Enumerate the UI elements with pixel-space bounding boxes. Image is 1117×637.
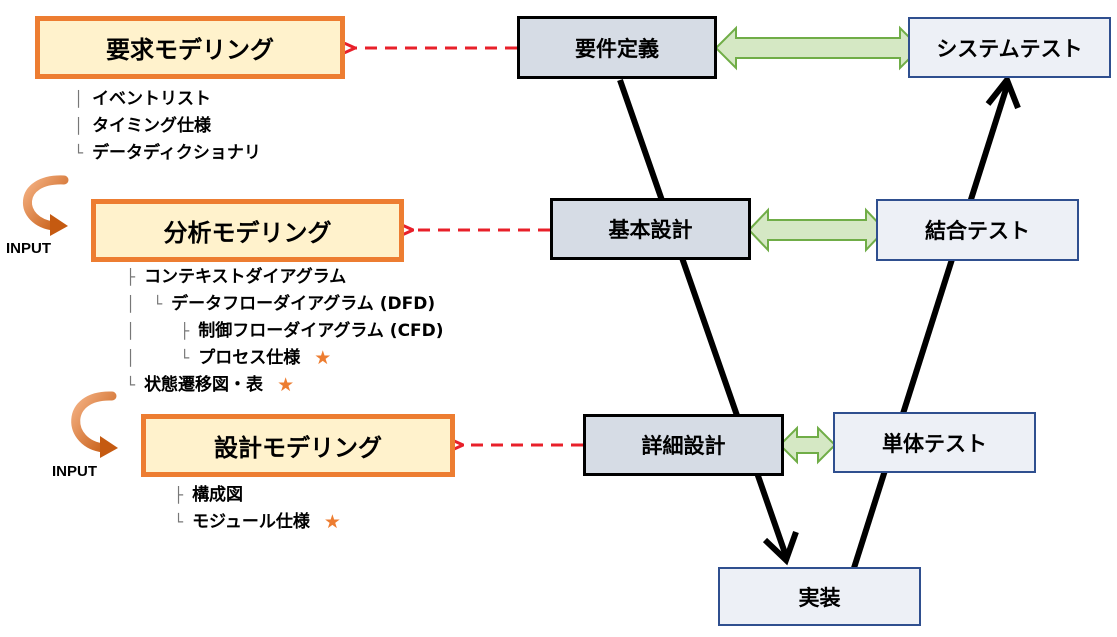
star-icon: ★ — [314, 347, 332, 369]
star-icon: ★ — [277, 374, 295, 396]
list-item: │ タイミング仕様 — [74, 116, 212, 136]
v-arrowhead-implementation — [762, 530, 799, 566]
detailed-design-box: 詳細設計 — [583, 414, 784, 476]
implementation-box: 実装 — [718, 567, 921, 626]
design-output-list: ├ 構成図 └ モジュール仕様★ — [174, 482, 341, 536]
implementation-label: 実装 — [798, 585, 841, 610]
analysis-modeling-label: 分析モデリング — [163, 219, 332, 247]
v-line-right — [851, 85, 1010, 569]
input-label-design: INPUT — [52, 463, 97, 480]
requirements-modeling-label: 要求モデリング — [106, 36, 274, 64]
v-arrowhead-system-test — [985, 74, 1021, 110]
detailed-design-label: 詳細設計 — [641, 434, 726, 458]
basic-design-box: 基本設計 — [550, 198, 751, 260]
design-modeling-box: 設計モデリング — [141, 414, 455, 477]
star-icon: ★ — [323, 511, 341, 533]
double-arrow-integration-test — [747, 207, 887, 253]
list-item: └ モジュール仕様★ — [174, 509, 341, 536]
system-test-label: システムテスト — [936, 36, 1083, 61]
list-item: │ イベントリスト — [74, 89, 212, 109]
requirements-output-list: │ イベントリスト │ タイミング仕様 └ データディクショナリ — [74, 86, 261, 167]
requirements-definition-box: 要件定義 — [517, 16, 717, 79]
list-item: │ ├ 制御フローダイアグラム (CFD) — [126, 321, 444, 341]
list-item: └ 状態遷移図・表★ — [126, 372, 444, 399]
system-test-box: システムテスト — [908, 17, 1111, 78]
input-label-analysis: INPUT — [6, 240, 51, 257]
curved-arrow-icon — [23, 175, 69, 236]
list-item: │ └ データフローダイアグラム (DFD) — [126, 294, 436, 314]
curved-arrow-icon — [71, 391, 118, 458]
basic-design-label: 基本設計 — [608, 218, 693, 242]
design-modeling-label: 設計モデリング — [214, 434, 382, 462]
list-item: ├ 構成図 — [174, 485, 244, 505]
unit-test-label: 単体テスト — [882, 431, 987, 456]
analysis-output-list: ├ コンテキストダイアグラム │ └ データフローダイアグラム (DFD) │ … — [126, 264, 444, 399]
list-item: │ └ プロセス仕様★ — [126, 345, 444, 372]
integration-test-label: 結合テスト — [925, 219, 1030, 243]
v-line-left — [617, 79, 789, 557]
requirements-definition-label: 要件定義 — [575, 36, 659, 61]
double-arrow-unit-test — [778, 425, 837, 465]
integration-test-box: 結合テスト — [876, 199, 1079, 261]
requirements-modeling-box: 要求モデリング — [35, 16, 345, 79]
unit-test-box: 単体テスト — [833, 412, 1036, 473]
list-item: └ データディクショナリ — [74, 143, 261, 163]
double-arrow-system-test — [714, 25, 922, 71]
analysis-modeling-box: 分析モデリング — [91, 199, 404, 262]
list-item: ├ コンテキストダイアグラム — [126, 267, 347, 287]
